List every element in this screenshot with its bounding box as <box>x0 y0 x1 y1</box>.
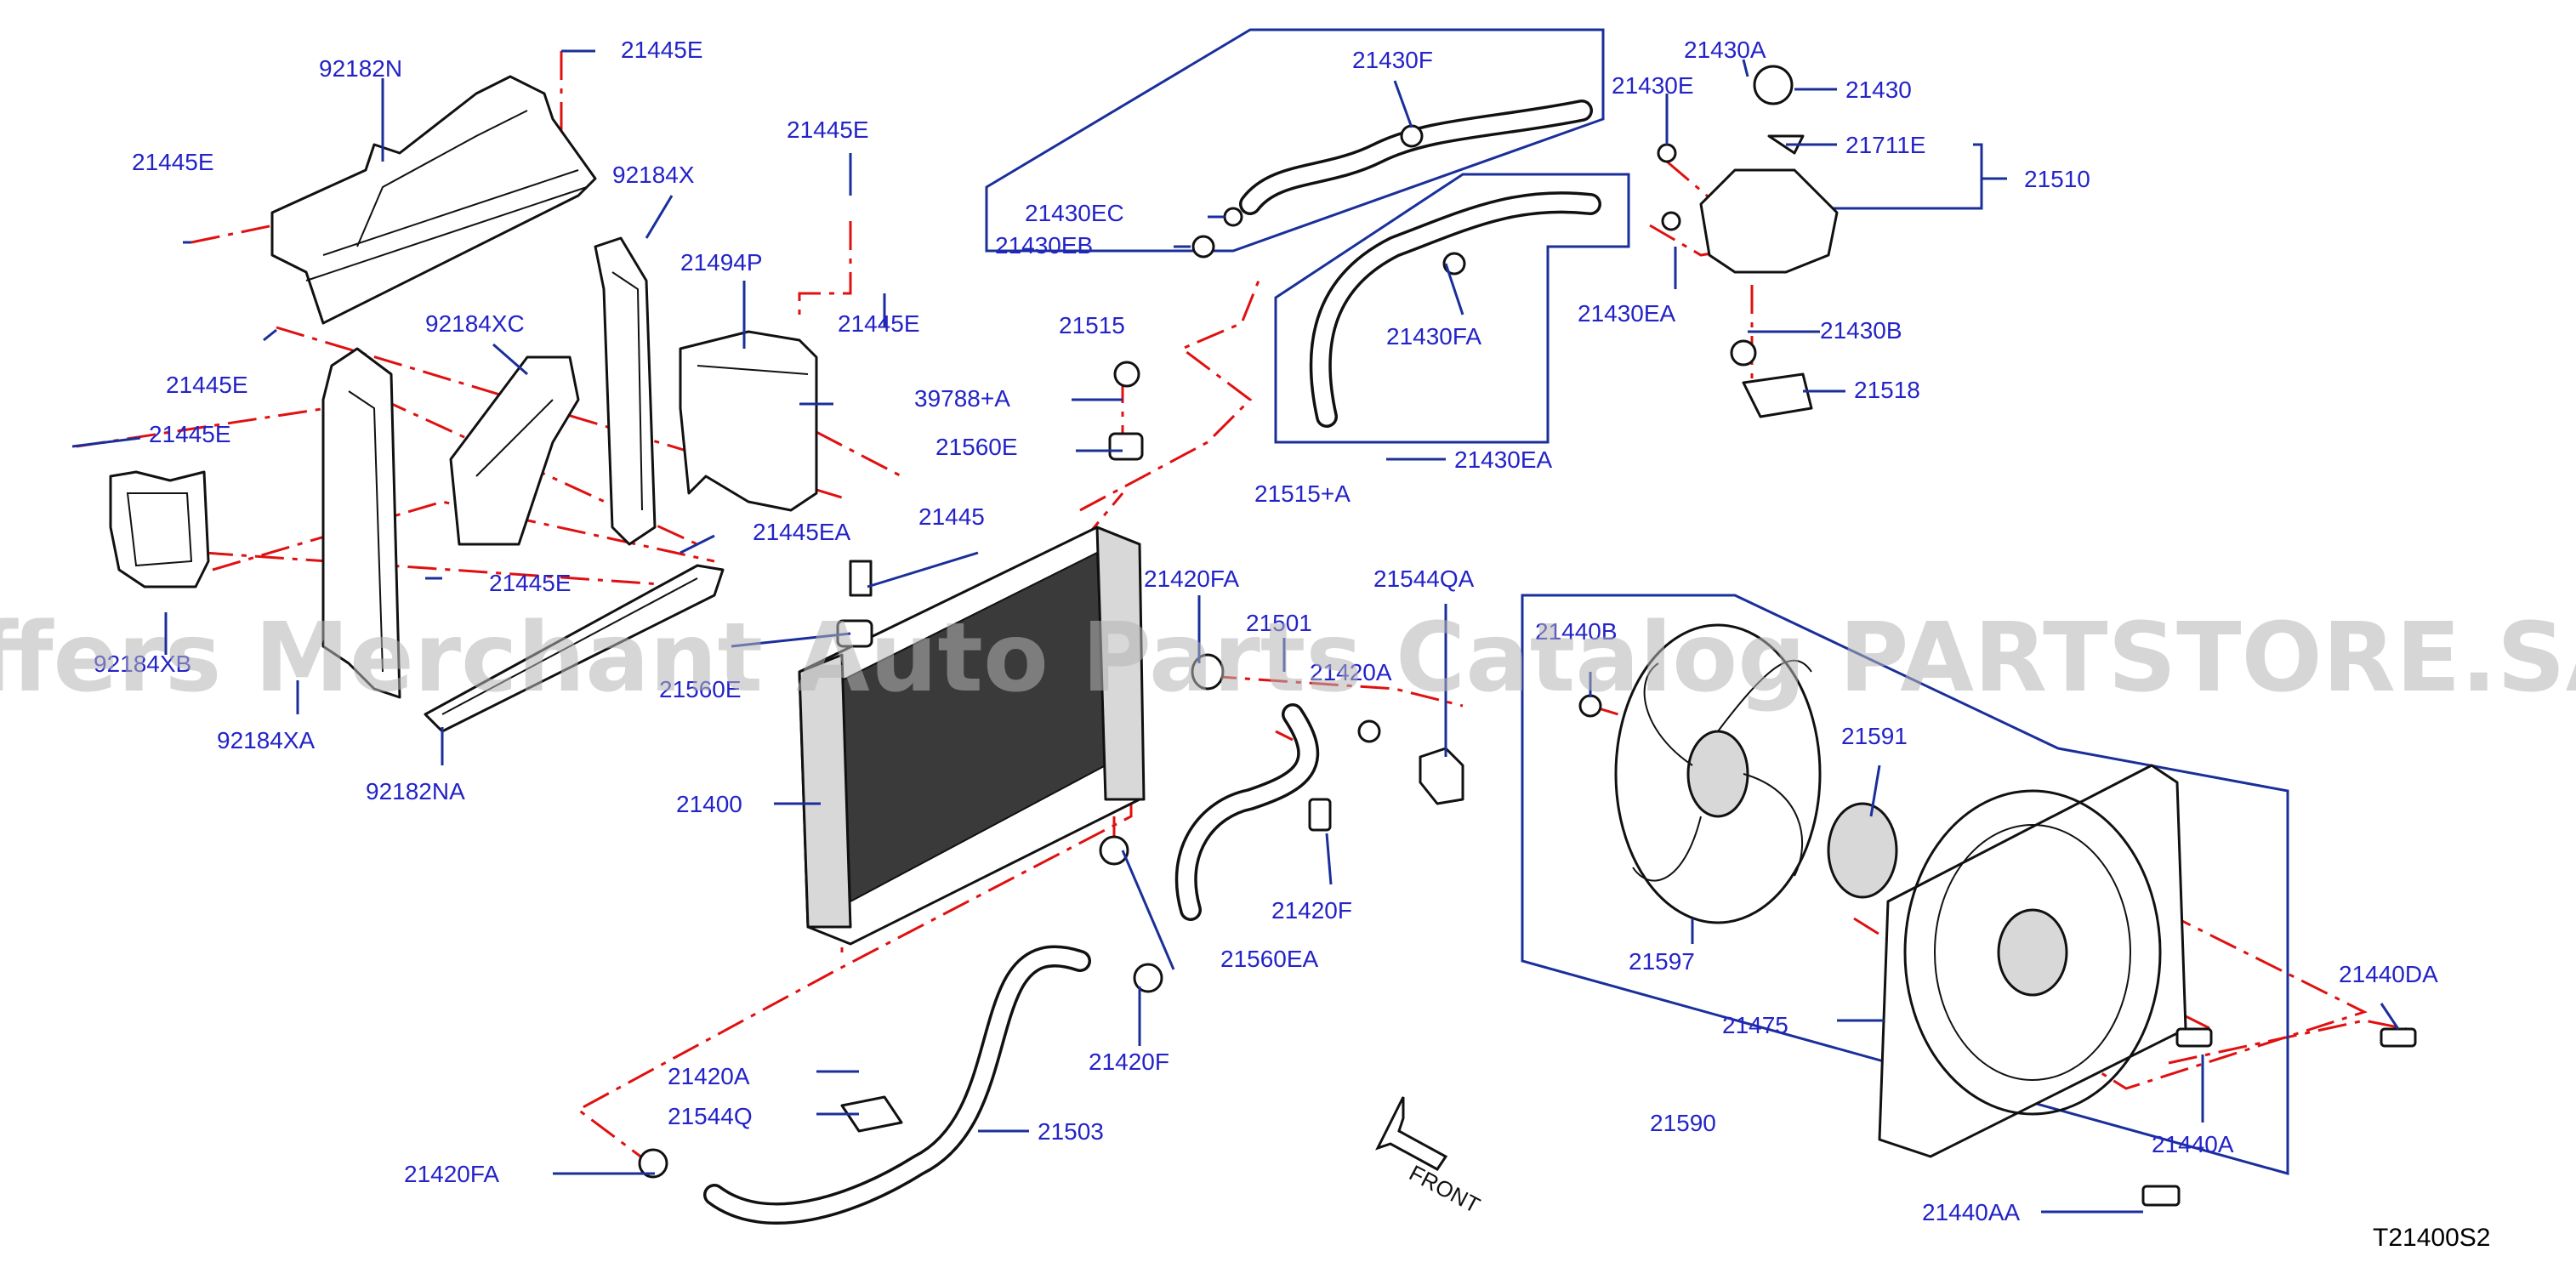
label-21445ea: 21445EA <box>753 519 851 545</box>
group-frames <box>985 28 2289 1175</box>
label-21591: 21591 <box>1841 723 1908 749</box>
upper-air-guide-92182n <box>270 75 597 325</box>
label-21711e: 21711E <box>1845 132 1925 158</box>
label-21430ea-r: 21430EA <box>1578 300 1676 327</box>
leader-lines <box>71 49 2400 1214</box>
label-21400: 21400 <box>676 791 742 817</box>
radiator-mounts <box>836 361 1144 866</box>
reservoir-tank-21510 <box>1657 65 1839 418</box>
label-21430a: 21430A <box>1684 37 1766 63</box>
label-21445e-left2: 21445E <box>166 372 248 398</box>
label-21515a: 21515+A <box>1254 480 1351 507</box>
label-21430b: 21430B <box>1820 317 1902 344</box>
side-air-guide-92184xa <box>321 347 401 699</box>
label-21430ea-low: 21430EA <box>1454 446 1553 473</box>
label-21475: 21475 <box>1722 1012 1788 1038</box>
part-labels: 92182N 21445E 21445E 92184X 21445E 21494… <box>94 37 2438 1225</box>
diagram-code: T21400S2 <box>2373 1224 2490 1252</box>
bracket-21544qa <box>1357 719 1464 805</box>
air-seal-92184xb <box>109 470 210 588</box>
label-21544q: 21544Q <box>668 1103 753 1129</box>
label-92182n: 92182N <box>319 55 402 82</box>
radiator-21400 <box>798 526 1146 946</box>
lower-hose-21503 <box>638 945 1163 1225</box>
label-21420fa-top: 21420FA <box>1144 566 1239 592</box>
label-92184xb: 92184XB <box>94 651 191 677</box>
fan-blade-21597 <box>1614 623 1822 924</box>
label-21510: 21510 <box>2024 166 2090 192</box>
reservoir-hoses <box>1191 99 1601 428</box>
label-21560e-top: 21560E <box>935 434 1018 460</box>
label-92182na: 92182NA <box>366 778 465 804</box>
label-21420f-low: 21420F <box>1089 1049 1169 1075</box>
label-21445: 21445 <box>918 503 985 530</box>
label-21445e-r: 21445E <box>838 310 920 337</box>
label-21445e-top: 21445E <box>621 37 703 63</box>
label-21445e-left1: 21445E <box>132 149 214 175</box>
label-21440b: 21440B <box>1535 618 1618 645</box>
label-21420fa-low: 21420FA <box>404 1161 499 1187</box>
upper-hose-21501 <box>1174 653 1332 921</box>
label-21430: 21430 <box>1845 77 1912 103</box>
label-21430e: 21430E <box>1612 72 1694 99</box>
label-21440a: 21440A <box>2152 1131 2234 1157</box>
label-21430ec: 21430EC <box>1025 200 1124 226</box>
label-21494p: 21494P <box>680 249 763 276</box>
label-21445e-low: 21445E <box>489 570 571 596</box>
label-21420f-mid: 21420F <box>1271 897 1352 924</box>
label-21445e-left3: 21445E <box>149 421 231 447</box>
label-21518: 21518 <box>1854 377 1920 403</box>
bracket-21494p <box>679 330 818 512</box>
label-21597: 21597 <box>1629 948 1695 975</box>
fan-shroud-21475 <box>1878 764 2187 1158</box>
label-21560ea: 21560EA <box>1220 946 1319 972</box>
label-21560e-low: 21560E <box>659 676 742 702</box>
label-21445e-mid: 21445E <box>787 117 869 143</box>
fan-motor-21591 <box>1578 694 1898 899</box>
label-21590: 21590 <box>1650 1110 1716 1136</box>
label-21515: 21515 <box>1059 312 1125 338</box>
side-air-guide-92184x <box>594 236 657 546</box>
label-21430fa: 21430FA <box>1386 323 1481 350</box>
label-92184xc: 92184XC <box>425 310 525 337</box>
front-arrow-icon <box>1375 1096 1448 1171</box>
label-21420a-top: 21420A <box>1310 659 1392 685</box>
label-21440aa: 21440AA <box>1922 1199 2021 1225</box>
label-21420a-low: 21420A <box>668 1063 750 1089</box>
label-21503: 21503 <box>1038 1118 1104 1145</box>
label-21544qa: 21544QA <box>1373 566 1475 592</box>
front-label: FRONT <box>1405 1160 1484 1219</box>
label-21430eb: 21430EB <box>995 232 1093 259</box>
watermark: Offers Merchant Auto Parts Catalog PARTS… <box>0 603 2576 713</box>
label-92184xa: 92184XA <box>217 727 316 753</box>
label-21501: 21501 <box>1246 610 1312 636</box>
label-21430f: 21430F <box>1352 47 1433 73</box>
lower-air-guide-92182na <box>424 564 725 733</box>
inner-air-guide-92184xc <box>449 355 580 546</box>
bolts-21440 <box>2141 1027 2417 1207</box>
label-21440da: 21440DA <box>2339 961 2438 987</box>
label-92184x: 92184X <box>612 162 695 188</box>
label-39788a: 39788+A <box>914 385 1010 412</box>
